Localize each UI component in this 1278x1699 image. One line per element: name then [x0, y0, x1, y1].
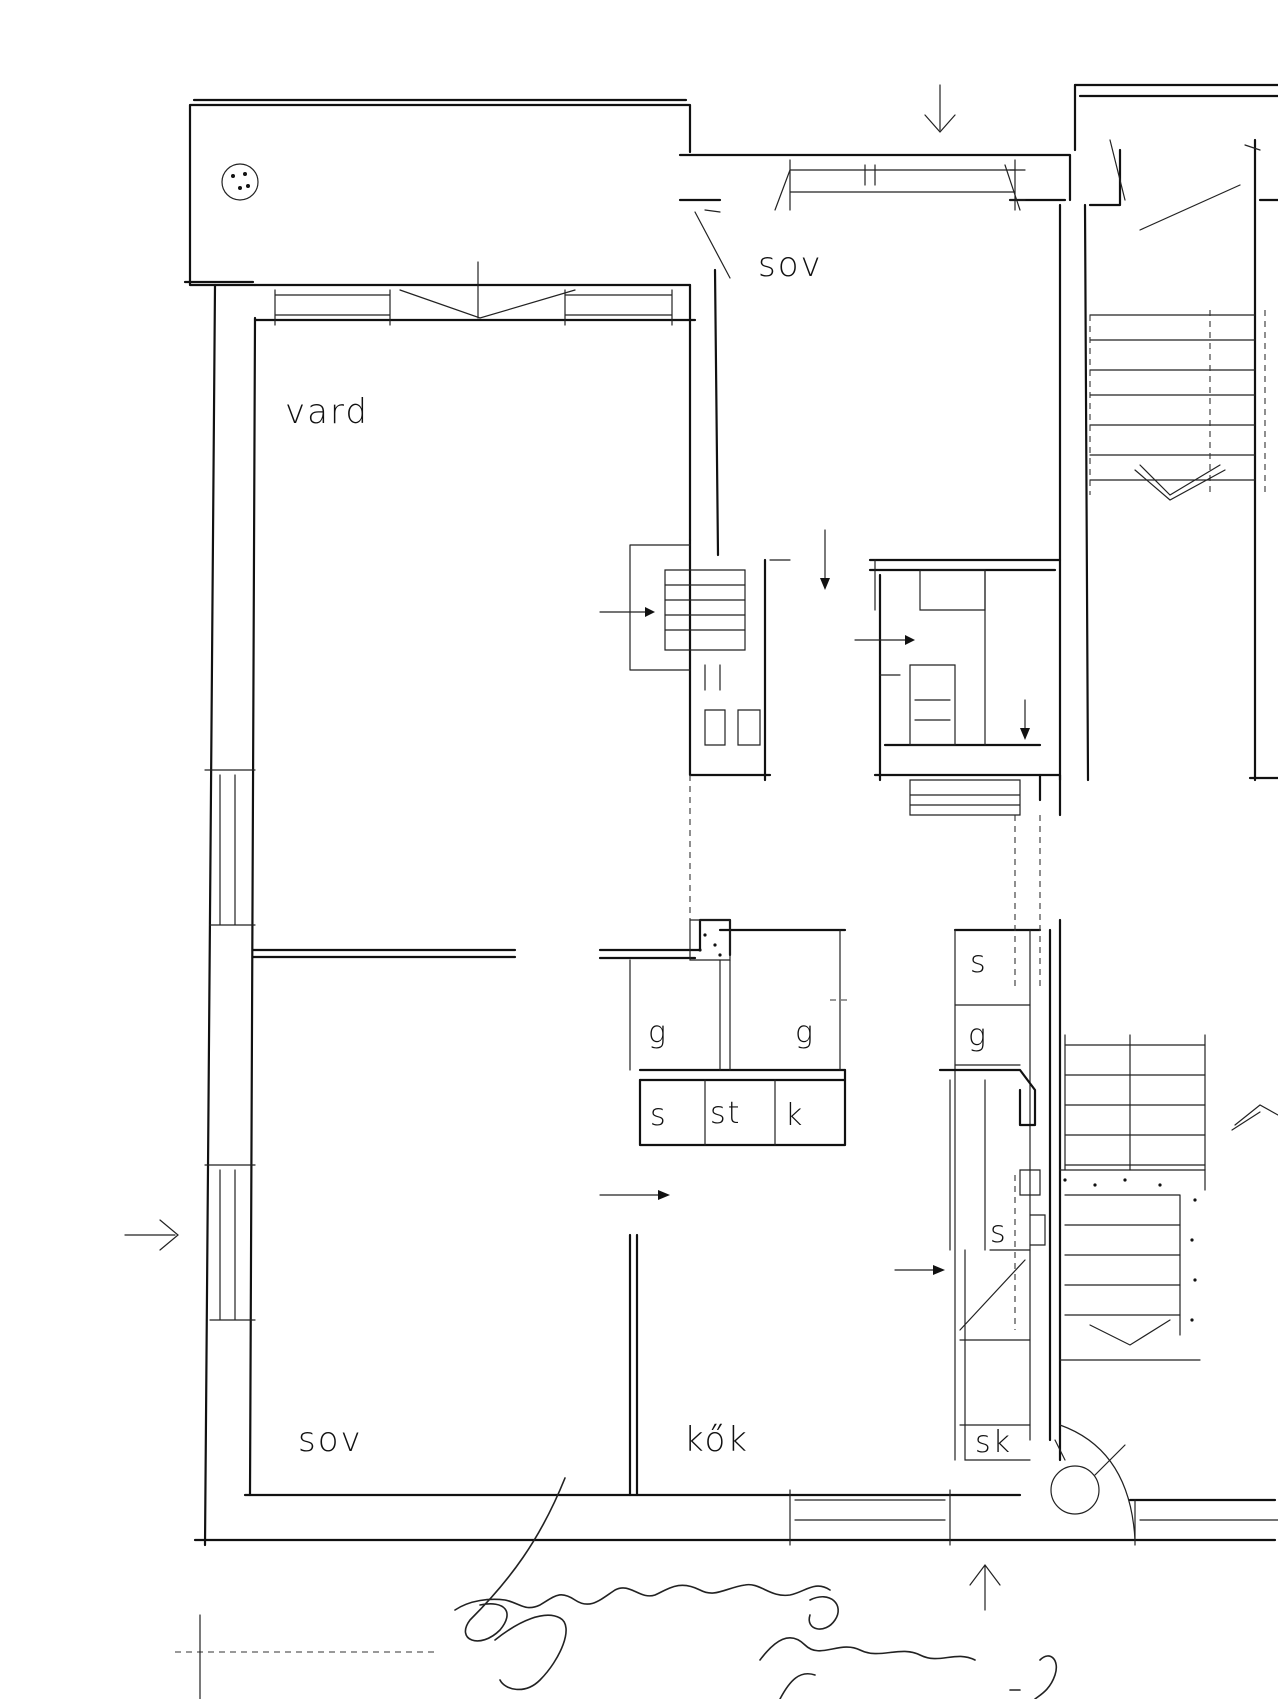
room-label-sov-top: sov [758, 245, 823, 285]
room-label-sov-bottom: sov [298, 1420, 363, 1460]
fixture-label-s-right-mid: s [990, 1215, 1008, 1250]
fixture-label-g-mid: g [795, 1015, 816, 1050]
reference-line [175, 1614, 435, 1699]
fixture-label-sk: sk [975, 1425, 1013, 1460]
stair-icon [1059, 310, 1278, 1361]
fixture-label-st: st [710, 1096, 742, 1131]
windows [204, 159, 1278, 1546]
entrance-arrow-icon [124, 84, 1030, 1611]
round-chimney-icon [221, 163, 1136, 1541]
interior-walls [251, 538, 1062, 1497]
fixture-label-k: k [785, 1098, 805, 1133]
fixture-label-g-right: g [968, 1018, 989, 1053]
room-label-kok: kők [684, 1420, 749, 1460]
room-label-vard: vard [285, 392, 369, 432]
hatched-wall-fill [698, 933, 1197, 1322]
fixture-label-s-right-top: s [970, 945, 988, 980]
door-swing-icon [399, 139, 1261, 1331]
fixture-label-s-stove-row: s [650, 1098, 668, 1133]
signature-icon [454, 1477, 1058, 1699]
fixture-label-g-left: g [648, 1015, 669, 1050]
exterior-walls [183, 83, 1278, 1547]
